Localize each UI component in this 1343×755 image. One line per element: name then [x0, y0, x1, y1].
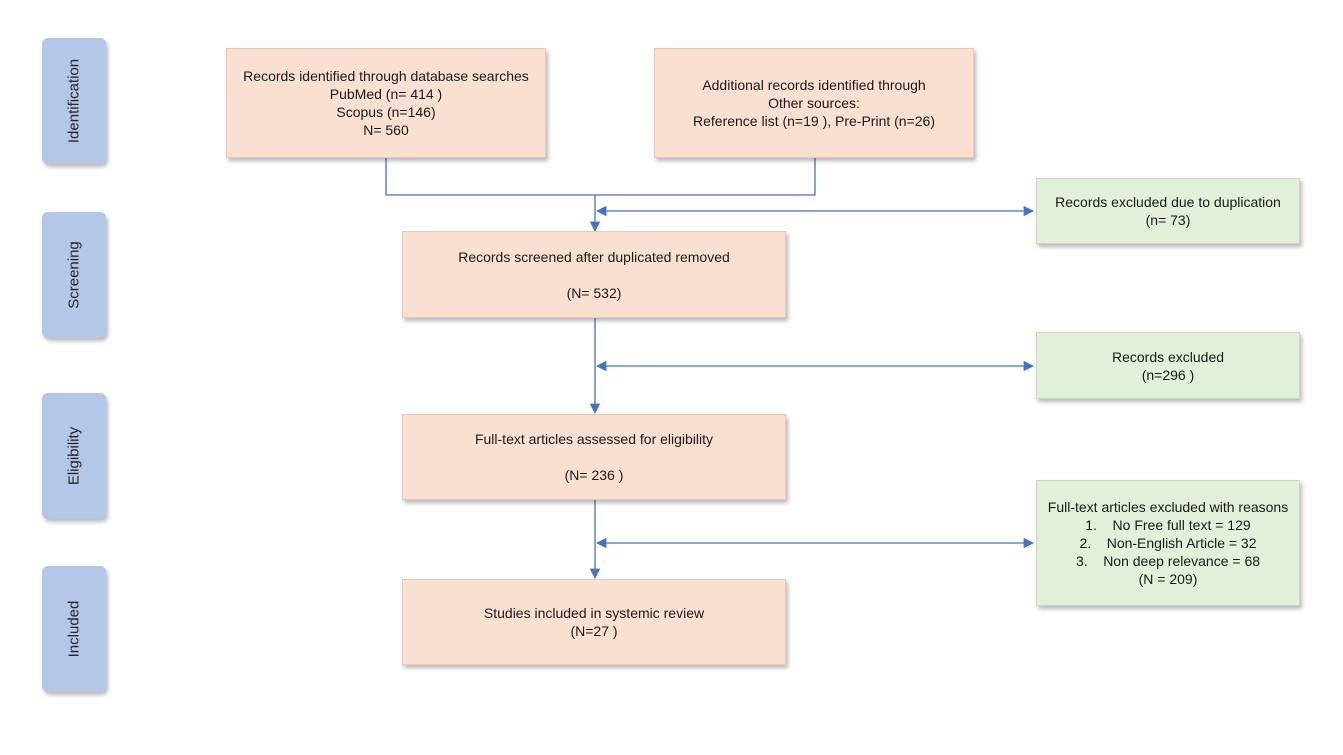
database-records-box: Records identified through database sear… [226, 48, 546, 158]
exclusion-reason: 2. Non-English Article = 32 [1079, 535, 1257, 551]
stage-included: Included [42, 566, 106, 692]
duplicates-excluded-box: Records excluded due to duplication (n= … [1036, 178, 1300, 244]
exclusion-reason: 1. No Free full text = 129 [1085, 517, 1251, 533]
records-excluded-count: (n=296 ) [1141, 366, 1195, 383]
duplicates-excluded-count: (n= 73) [1145, 212, 1191, 228]
assessed-articles-box: Full-text articles assessed for eligibil… [402, 414, 786, 500]
assessed-articles-title: Full-text articles assessed for eligibil… [474, 431, 714, 447]
other-sources-label: Other sources: [768, 95, 860, 111]
database-total: N= 560 [363, 122, 409, 138]
fulltext-excluded-title: Full-text articles excluded with reasons [1047, 499, 1289, 515]
exclusion-reason: 3. Non deep relevance = 68 [1075, 553, 1261, 569]
pubmed-count: PubMed (n= 414 ) [329, 86, 443, 102]
included-studies-title: Studies included in systemic review [483, 605, 705, 621]
screened-records-title: Records screened after duplicated remove… [458, 248, 730, 265]
included-studies-box: Studies included in systemic review (N=2… [402, 579, 786, 665]
screened-records-count: (N= 532) [566, 284, 622, 301]
other-sources-title: Additional records identified through [702, 77, 926, 93]
other-sources-box: Additional records identified through Ot… [654, 48, 974, 158]
stage-screening: Screening [42, 212, 106, 338]
fulltext-excluded-box: Full-text articles excluded with reasons… [1036, 480, 1300, 606]
records-excluded-title: Records excluded [1111, 348, 1225, 365]
merge-connector [385, 158, 816, 196]
fulltext-excluded-count: (N = 209) [1138, 571, 1198, 587]
database-records-title: Records identified through database sear… [243, 68, 529, 84]
records-excluded-box: Records excluded (n=296 ) [1036, 332, 1300, 399]
exclusion-reasons-list: 1. No Free full text = 129 2. Non-Englis… [1076, 516, 1260, 570]
other-sources-counts: Reference list (n=19 ), Pre-Print (n=26) [693, 113, 935, 129]
scopus-count: Scopus (n=146) [336, 104, 436, 120]
stage-eligibility: Eligibility [42, 393, 106, 519]
included-studies-count: (N=27 ) [570, 623, 618, 639]
stage-identification: Identification [42, 38, 106, 164]
screened-records-box: Records screened after duplicated remove… [402, 231, 786, 318]
duplicates-excluded-title: Records excluded due to duplication [1055, 194, 1281, 210]
assessed-articles-count: (N= 236 ) [564, 467, 624, 483]
